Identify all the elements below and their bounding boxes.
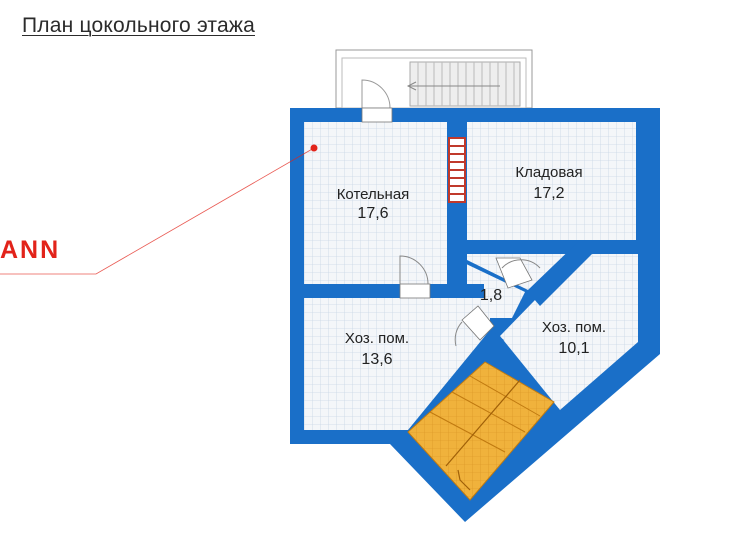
rooms (304, 122, 638, 430)
pointer-dot (310, 144, 318, 152)
pointer-line (0, 147, 315, 275)
room-name-utility-left: Хоз. пом. (345, 330, 409, 347)
pointer (0, 144, 318, 275)
room-area-hall: 1,8 (480, 287, 502, 304)
brand-logo: ANN (0, 236, 61, 264)
utility-door-gap (461, 305, 495, 341)
room-area-boiler: 17,6 (357, 205, 388, 222)
page-title: План цокольного этажа (22, 14, 255, 37)
room-area-storage: 17,2 (533, 185, 564, 202)
room-name-utility-right: Хоз. пом. (542, 319, 606, 336)
doors (361, 107, 541, 347)
room-labels: Котельная 17,6 Кладовая 17,2 Хоз. пом. 1… (337, 164, 606, 368)
room-boiler (304, 122, 447, 284)
interior-stair (407, 361, 555, 501)
storage-door-swing (501, 259, 541, 269)
porch-steps (406, 61, 521, 107)
boiler-door-gap (399, 283, 431, 299)
room-area-utility-left: 13,6 (361, 351, 392, 368)
room-hall (462, 262, 525, 318)
room-name-boiler: Котельная (337, 186, 410, 203)
room-utility-left (304, 298, 490, 430)
room-area-utility-right: 10,1 (558, 340, 589, 357)
room-name-storage: Кладовая (515, 164, 582, 181)
boiler-door-swing (399, 255, 429, 285)
porch-door-swing (361, 79, 391, 109)
entry-door-gap (361, 107, 393, 123)
utility-door-swing (454, 321, 463, 347)
room-utility-right (500, 254, 638, 410)
entrance-porch (335, 49, 533, 109)
ladder (448, 137, 466, 203)
